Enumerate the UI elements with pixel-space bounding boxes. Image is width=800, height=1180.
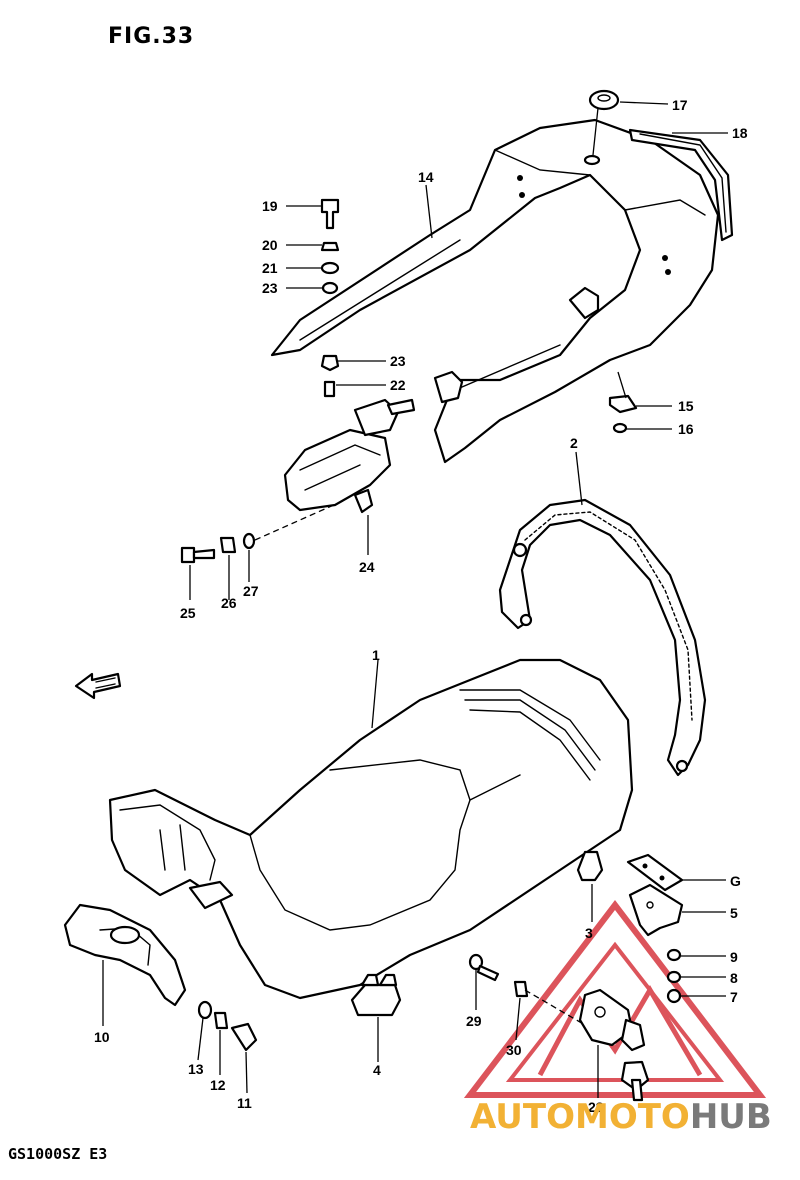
nut-part-23-top — [321, 281, 339, 295]
bolt-part-19 — [320, 198, 340, 230]
forward-arrow-icon — [74, 672, 122, 700]
trim-strip-part-18 — [628, 128, 734, 242]
nut-part-26 — [219, 536, 237, 554]
bumper-part-3 — [576, 850, 604, 882]
tail-cowl-part-14 — [270, 118, 720, 464]
bolt-part-25 — [180, 546, 216, 564]
watermark-moto: MOTO — [575, 1097, 690, 1137]
callout-25: 25 — [180, 605, 196, 621]
clip-part-15 — [608, 394, 638, 414]
callout-30: 30 — [506, 1042, 522, 1058]
callout-8: 8 — [730, 970, 738, 986]
watermark-hub: HUB — [690, 1097, 772, 1137]
callout-7: 7 — [730, 989, 738, 1005]
callout-12: 12 — [210, 1077, 226, 1093]
leader-lines — [102, 101, 728, 1098]
callout-21: 21 — [262, 260, 278, 276]
callout-6: G — [730, 873, 741, 889]
washer-part-21 — [320, 261, 340, 275]
nut-part-7 — [666, 988, 682, 1004]
callout-26: 26 — [221, 595, 237, 611]
callout-18: 18 — [732, 125, 748, 141]
callout-14: 14 — [418, 169, 434, 185]
model-code: GS1000SZ E3 — [8, 1145, 108, 1163]
nut-part-23-bottom — [320, 354, 340, 372]
bolt-part-11 — [230, 1022, 258, 1052]
callout-9: 9 — [730, 949, 738, 965]
callout-16: 16 — [678, 421, 694, 437]
callout-13: 13 — [188, 1061, 204, 1077]
nut-part-20 — [320, 241, 340, 252]
callout-10: 10 — [94, 1029, 110, 1045]
pin-part-22 — [323, 380, 336, 398]
nut-part-16 — [612, 422, 628, 434]
watermark-auto: AUTO — [470, 1097, 575, 1137]
callout-3: 3 — [585, 925, 593, 941]
callout-19: 19 — [262, 198, 278, 214]
fastener-stack — [320, 198, 340, 398]
washer-part-8 — [666, 970, 682, 984]
callout-15: 15 — [678, 398, 694, 414]
figure-title: FIG.33 — [108, 24, 195, 49]
bolt-part-29 — [468, 953, 500, 982]
washers-parts-7-8-9 — [666, 948, 682, 1004]
callout-4: 4 — [373, 1062, 381, 1078]
callout-17: 17 — [672, 97, 688, 113]
watermark-text: AUTOMOTOHUB — [470, 1097, 772, 1137]
hinge-plate-part-6 — [626, 853, 684, 892]
washer-part-27 — [242, 532, 256, 550]
washer-part-9 — [666, 948, 682, 962]
callout-11: 11 — [237, 1095, 252, 1111]
callout-23-top: 23 — [262, 280, 278, 296]
callout-22: 22 — [390, 377, 406, 393]
callout-5: 5 — [730, 905, 738, 921]
hinge-bracket-part-5 — [628, 883, 684, 937]
seat-part-1 — [108, 658, 634, 1000]
callout-24: 24 — [359, 559, 375, 575]
callout-27: 27 — [243, 583, 259, 599]
nut-part-12 — [213, 1011, 229, 1030]
seat-lock-assembly — [283, 398, 416, 514]
callout-20: 20 — [262, 237, 278, 253]
watermark-m-shape — [537, 985, 703, 1077]
seat-bumper-part-4 — [350, 973, 402, 1017]
washer-part-13 — [197, 1000, 213, 1020]
callout-1: 1 — [372, 647, 380, 663]
svg-text:AUTOMOTOHUB: AUTOMOTOHUB — [470, 1097, 772, 1137]
callout-28: 28 — [588, 1099, 604, 1115]
callout-labels: 17 18 14 19 20 21 23 23 22 15 16 2 24 25… — [94, 97, 748, 1115]
callout-23-bottom: 23 — [390, 353, 406, 369]
nut-part-30 — [513, 980, 529, 998]
callout-2: 2 — [570, 435, 578, 451]
front-bracket-part-10 — [63, 903, 187, 1007]
callout-29: 29 — [466, 1013, 482, 1029]
grommet-part-17 — [588, 89, 620, 111]
seat-lock-part-28 — [578, 988, 650, 1102]
seat-strap-part-2 — [498, 498, 707, 777]
